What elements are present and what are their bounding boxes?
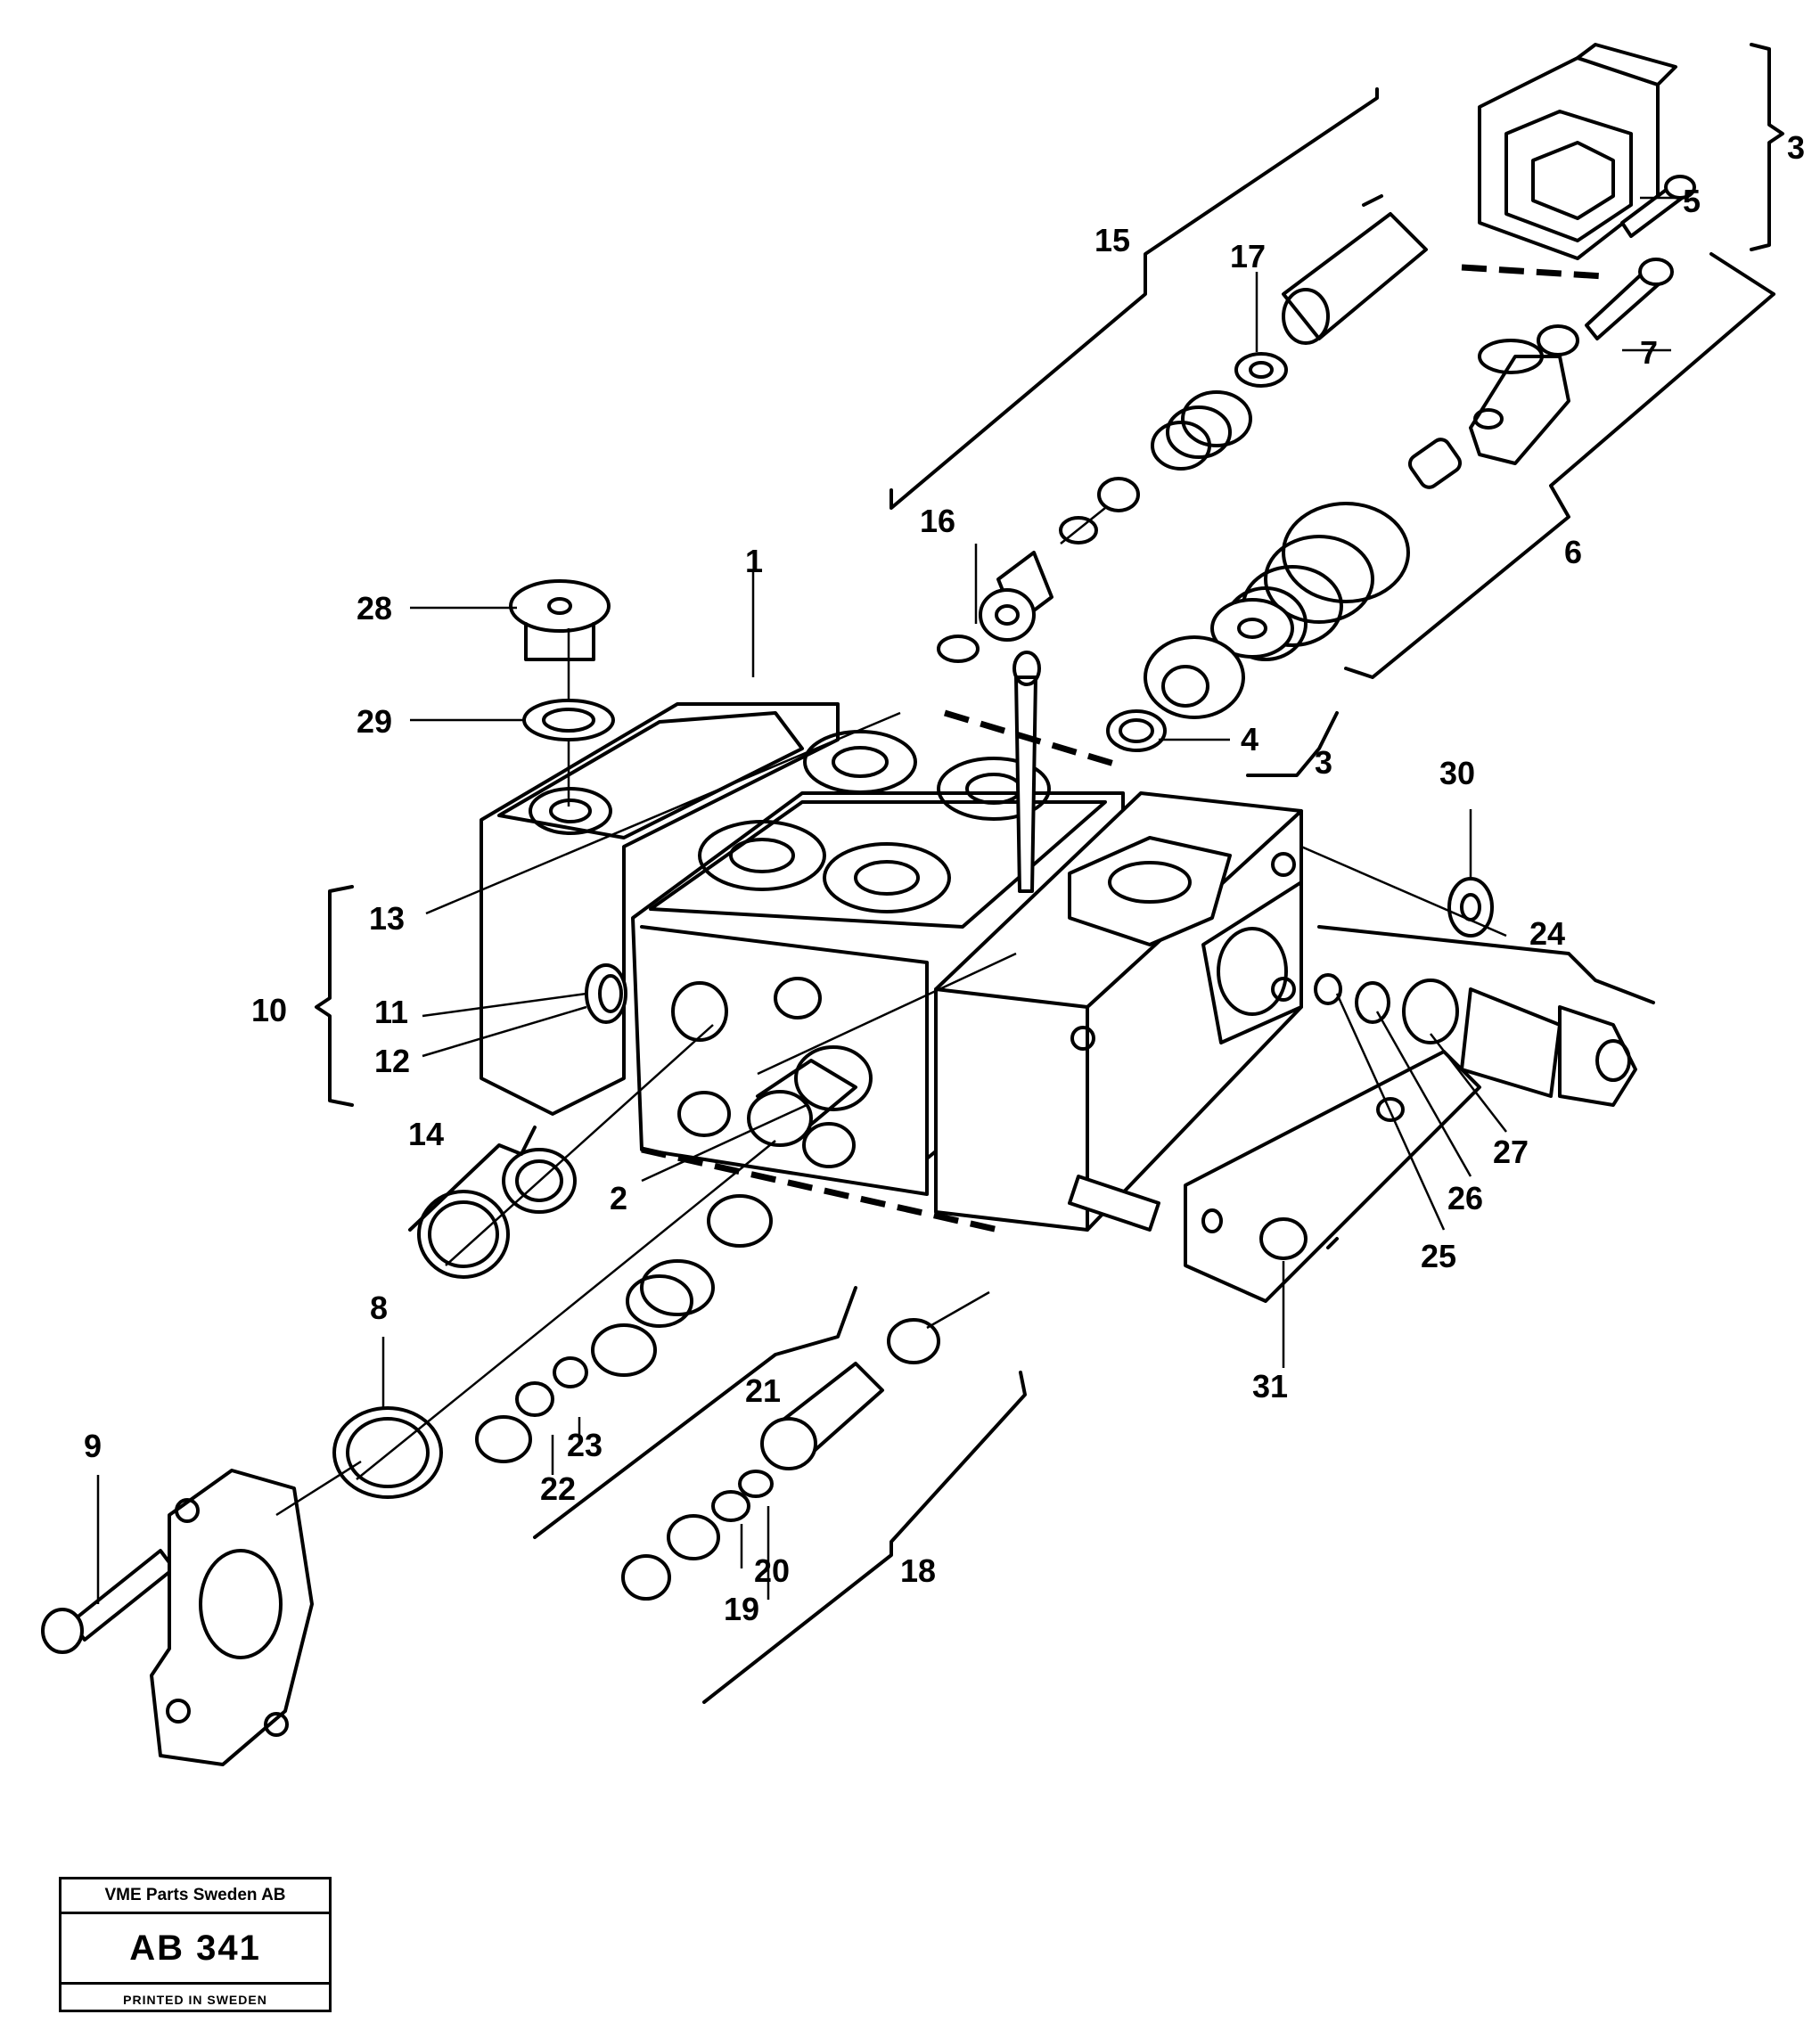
callout-19: 19 — [724, 1591, 759, 1627]
callout-1: 1 — [745, 543, 763, 579]
plug-28 — [509, 579, 611, 661]
callout-9: 9 — [84, 1428, 102, 1464]
title-printed: PRINTED IN SWEDEN — [123, 1993, 267, 2007]
hatch-line-mid — [943, 709, 1125, 770]
relief-assembly-15 — [937, 212, 1428, 663]
bracket-31 — [1068, 1050, 1481, 1303]
seal-29 — [522, 699, 615, 741]
screw-7 — [1537, 258, 1674, 356]
title-code: AB 341 — [61, 1914, 329, 1985]
hatch-line-top — [1461, 264, 1605, 280]
callout-7: 7 — [1640, 334, 1658, 371]
callout-18: 18 — [900, 1552, 936, 1589]
callout-2: 2 — [610, 1180, 627, 1216]
callout-labels: 1 2 3 3 4 5 6 7 8 9 10 11 12 13 14 15 16… — [84, 129, 1805, 1627]
assembly-18 — [621, 1318, 940, 1601]
callout-15: 15 — [1094, 222, 1130, 258]
relief-assembly-6 — [1106, 339, 1570, 752]
callout-20: 20 — [754, 1552, 790, 1589]
callout-26: 26 — [1447, 1180, 1483, 1216]
callout-14: 14 — [408, 1116, 444, 1152]
callout-30: 30 — [1439, 755, 1475, 791]
callout-23: 23 — [567, 1427, 603, 1463]
callout-8: 8 — [370, 1290, 388, 1326]
seal-8 — [332, 1406, 443, 1499]
seal-12 — [598, 974, 623, 1013]
title-block: VME Parts Sweden AB AB 341 PRINTED IN SW… — [59, 1877, 332, 2012]
screw-5 — [1620, 175, 1696, 238]
callout-12: 12 — [374, 1043, 410, 1079]
callout-4: 4 — [1241, 721, 1258, 757]
seal-8-inner — [346, 1417, 430, 1488]
brace-group-brackets — [315, 43, 1784, 1704]
bolt-9 — [41, 1549, 176, 1654]
callout-21: 21 — [745, 1372, 781, 1409]
callout-31: 31 — [1252, 1368, 1288, 1404]
callout-16: 16 — [920, 503, 955, 539]
hatch-line-lower — [641, 1146, 999, 1233]
title-company: VME Parts Sweden AB — [61, 1879, 329, 1914]
washer-30 — [1447, 877, 1494, 938]
callout-3-mid: 3 — [1315, 744, 1332, 781]
callout-25: 25 — [1421, 1238, 1456, 1274]
callout-5: 5 — [1683, 183, 1701, 219]
leader-lines — [96, 196, 1676, 1604]
callout-24: 24 — [1529, 915, 1565, 952]
assembly-24 — [1314, 973, 1637, 1107]
callout-29: 29 — [357, 703, 392, 740]
callout-11: 11 — [374, 994, 408, 1030]
callout-17: 17 — [1230, 238, 1266, 274]
callout-6: 6 — [1564, 534, 1582, 570]
callout-10: 10 — [251, 992, 287, 1028]
callout-27: 27 — [1493, 1134, 1529, 1170]
seal-29-inner — [542, 708, 595, 733]
callout-28: 28 — [357, 590, 392, 626]
assembly-21 — [475, 1194, 773, 1463]
valve-housing — [480, 651, 1303, 1232]
callout-13: 13 — [369, 900, 405, 937]
callout-22: 22 — [540, 1470, 576, 1507]
flange — [150, 1469, 314, 1766]
callout-3-top: 3 — [1787, 129, 1805, 166]
